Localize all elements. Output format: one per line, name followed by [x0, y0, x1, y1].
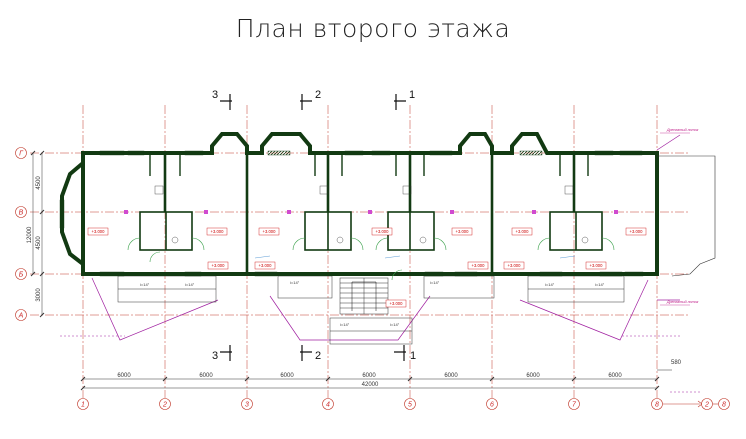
level-mark: +3.000: [511, 227, 533, 236]
section-label: 2: [315, 89, 321, 101]
dim-label: 6000: [199, 373, 213, 379]
svg-text:+3.000: +3.000: [590, 263, 604, 268]
drawing-title: План второго этажа: [235, 14, 511, 43]
level-mark: +3.000: [451, 227, 473, 236]
bottom-dimensions: [80, 369, 672, 391]
section-label: 3: [212, 89, 218, 101]
level-mark: +3.000: [254, 261, 276, 270]
section-label: 3: [212, 350, 218, 362]
axis-label: 4: [326, 402, 330, 409]
level-mark: +3.000: [585, 261, 607, 270]
interior-walls: [163, 153, 576, 274]
level-mark: +3.000: [625, 227, 647, 236]
garage-outline: [657, 155, 716, 277]
axis-label: 1: [81, 402, 85, 409]
level-mark: +3.000: [258, 227, 280, 236]
slope-mark: i=14°: [340, 322, 350, 327]
dim-label: 4500: [36, 236, 42, 250]
svg-text:+3.000: +3.000: [259, 263, 273, 268]
dim-label: 6000: [526, 373, 540, 379]
svg-text:+3.000: +3.000: [376, 229, 390, 234]
interior-partitions: [149, 153, 589, 176]
canopy-outlines: [91, 134, 681, 341]
ground-line: [254, 255, 576, 259]
fixtures: [154, 185, 589, 244]
staircase: [339, 277, 389, 315]
slope-mark: i=14°: [140, 282, 150, 287]
dim-label: 3000: [36, 288, 42, 302]
dim-label: 6000: [117, 373, 131, 379]
axis-label: 2: [704, 402, 709, 409]
svg-text:+3.000: +3.000: [263, 229, 277, 234]
slope-mark: i=14°: [290, 280, 300, 285]
level-mark: +3.000: [467, 261, 489, 270]
axis-label: 2: [162, 402, 167, 409]
dim-total: 42000: [362, 382, 379, 388]
axis-reference: [663, 398, 730, 410]
section-label: 2: [315, 350, 321, 362]
section-label: 1: [410, 350, 416, 362]
svg-text:+3.000: +3.000: [211, 229, 225, 234]
column-markers: [124, 210, 618, 214]
axis-labels: 1 2 3 4 5 6 7 8 Г В Б А: [18, 151, 659, 409]
axis-label: А: [18, 313, 24, 320]
level-mark: +3.000: [87, 227, 109, 236]
slope-mark: i=14°: [390, 322, 400, 327]
bottom-dim-labels: 6000 6000 6000 6000 6000 6000 6000 42000…: [117, 360, 681, 388]
axis-label: 3: [245, 402, 249, 409]
axis-label: 6: [490, 402, 494, 409]
svg-text:+3.000: +3.000: [508, 263, 522, 268]
axis-bubbles: [15, 147, 663, 410]
axis-label: 5: [408, 402, 412, 409]
dim-label: 6000: [280, 373, 294, 379]
left-dim-labels: 4500 4500 3000 12000: [27, 176, 42, 302]
axis-label: Б: [19, 272, 24, 279]
section-lines: [220, 94, 406, 361]
dim-total-left: 12000: [27, 226, 33, 243]
svg-text:+3.000: +3.000: [92, 229, 106, 234]
svg-text:+3.000: +3.000: [472, 263, 486, 268]
level-mark: +3.000: [206, 227, 228, 236]
slope-mark: i=14°: [430, 280, 440, 285]
windows: [59, 150, 644, 277]
left-dimensions: [30, 150, 45, 318]
axis-grid: [30, 105, 690, 398]
svg-text:+3.000: +3.000: [390, 301, 404, 306]
slope-mark: i=14°: [595, 282, 605, 287]
level-mark: +3.000: [385, 299, 407, 308]
axis-label: 8: [722, 402, 726, 409]
dim-label: 4500: [36, 176, 42, 190]
slope-marks: i=14° i=14° i=14° i=14° i=14° i=14° i=14…: [140, 280, 605, 327]
ground-marks: [60, 335, 700, 393]
dim-label: 6000: [608, 373, 622, 379]
svg-text:+3.000: +3.000: [516, 229, 530, 234]
axis-label: 7: [572, 402, 577, 409]
slope-mark: i=14°: [545, 282, 555, 287]
dim-label: 6000: [362, 373, 376, 379]
slope-mark: i=14°: [185, 282, 195, 287]
pipe-label: Дренажный лоток: [666, 300, 699, 304]
dim-label: 6000: [444, 373, 458, 379]
section-label: 1: [409, 89, 415, 101]
svg-text:+3.000: +3.000: [212, 263, 226, 268]
pipe-label: Дренажный лоток: [666, 128, 699, 132]
level-mark: +3.000: [371, 227, 393, 236]
axis-label: В: [19, 210, 24, 217]
svg-text:+3.000: +3.000: [630, 229, 644, 234]
dim-extra: 580: [671, 360, 682, 366]
doors: [127, 237, 615, 281]
svg-text:+3.000: +3.000: [456, 229, 470, 234]
pipe-labels: Дренажный лоток Дренажный лоток: [660, 128, 699, 306]
axis-label: Г: [19, 151, 24, 158]
axis-label: 8: [655, 402, 659, 409]
level-mark: +3.000: [207, 261, 229, 270]
level-mark: +3.000: [503, 261, 525, 270]
level-marks: +3.000 +3.000 +3.000 +3.000 +3.000 +3.00…: [87, 227, 647, 308]
